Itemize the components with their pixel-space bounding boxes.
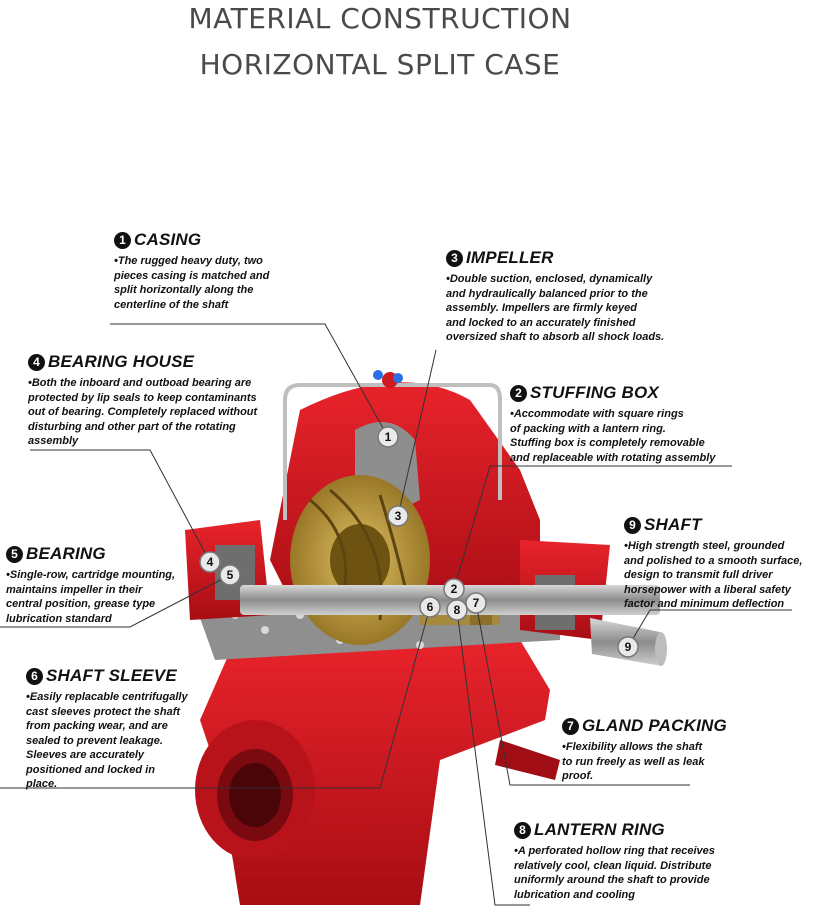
marker-1: 1 xyxy=(378,427,398,447)
callout-number: 6 xyxy=(26,668,43,685)
svg-text:8: 8 xyxy=(454,603,461,617)
svg-text:6: 6 xyxy=(427,600,434,614)
callout-number: 5 xyxy=(6,546,23,563)
callout-title: SHAFT xyxy=(644,515,702,535)
marker-6: 6 xyxy=(420,597,440,617)
callout-description: •A perforated hollow ring that receives … xyxy=(514,844,715,902)
callout-description: •Single-row, cartridge mounting, maintai… xyxy=(6,568,175,626)
svg-text:7: 7 xyxy=(473,596,480,610)
callout-number: 9 xyxy=(624,517,641,534)
callout-title: BEARING xyxy=(26,544,106,564)
marker-8: 8 xyxy=(447,600,467,620)
callout-number: 7 xyxy=(562,718,579,735)
callout-title: LANTERN RING xyxy=(534,820,665,840)
callout-number: 3 xyxy=(446,250,463,267)
callout-number: 4 xyxy=(28,354,45,371)
callout-title: SHAFT SLEEVE xyxy=(46,666,177,686)
callout-title: IMPELLER xyxy=(466,248,554,268)
callout-description: •Easily replacable centrifugally cast sl… xyxy=(26,690,188,792)
callout-title: GLAND PACKING xyxy=(582,716,727,736)
callout-title: CASING xyxy=(134,230,201,250)
callout-number: 8 xyxy=(514,822,531,839)
callout-description: •Both the inboard and outboad bearing ar… xyxy=(28,376,257,449)
marker-7: 7 xyxy=(466,593,486,613)
marker-5: 5 xyxy=(220,565,240,585)
marker-4: 4 xyxy=(200,552,220,572)
callout-description: •Flexibility allows the shaft to run fre… xyxy=(562,740,727,784)
svg-text:1: 1 xyxy=(385,430,392,444)
callout-number: 1 xyxy=(114,232,131,249)
svg-text:9: 9 xyxy=(625,640,632,654)
callout-description: •High strength steel, grounded and polis… xyxy=(624,539,802,612)
svg-text:2: 2 xyxy=(451,582,458,596)
svg-text:4: 4 xyxy=(207,555,214,569)
callout-number: 2 xyxy=(510,385,527,402)
callout-description: •Double suction, enclosed, dynamically a… xyxy=(446,272,664,345)
marker-9: 9 xyxy=(618,637,638,657)
callout-title: STUFFING BOX xyxy=(530,383,659,403)
svg-text:5: 5 xyxy=(227,568,234,582)
callout-description: •Accommodate with square rings of packin… xyxy=(510,407,715,465)
callout-description: •The rugged heavy duty, two pieces casin… xyxy=(114,254,269,312)
marker-3: 3 xyxy=(388,506,408,526)
svg-text:3: 3 xyxy=(395,509,402,523)
callout-title: BEARING HOUSE xyxy=(48,352,194,372)
marker-2: 2 xyxy=(444,579,464,599)
